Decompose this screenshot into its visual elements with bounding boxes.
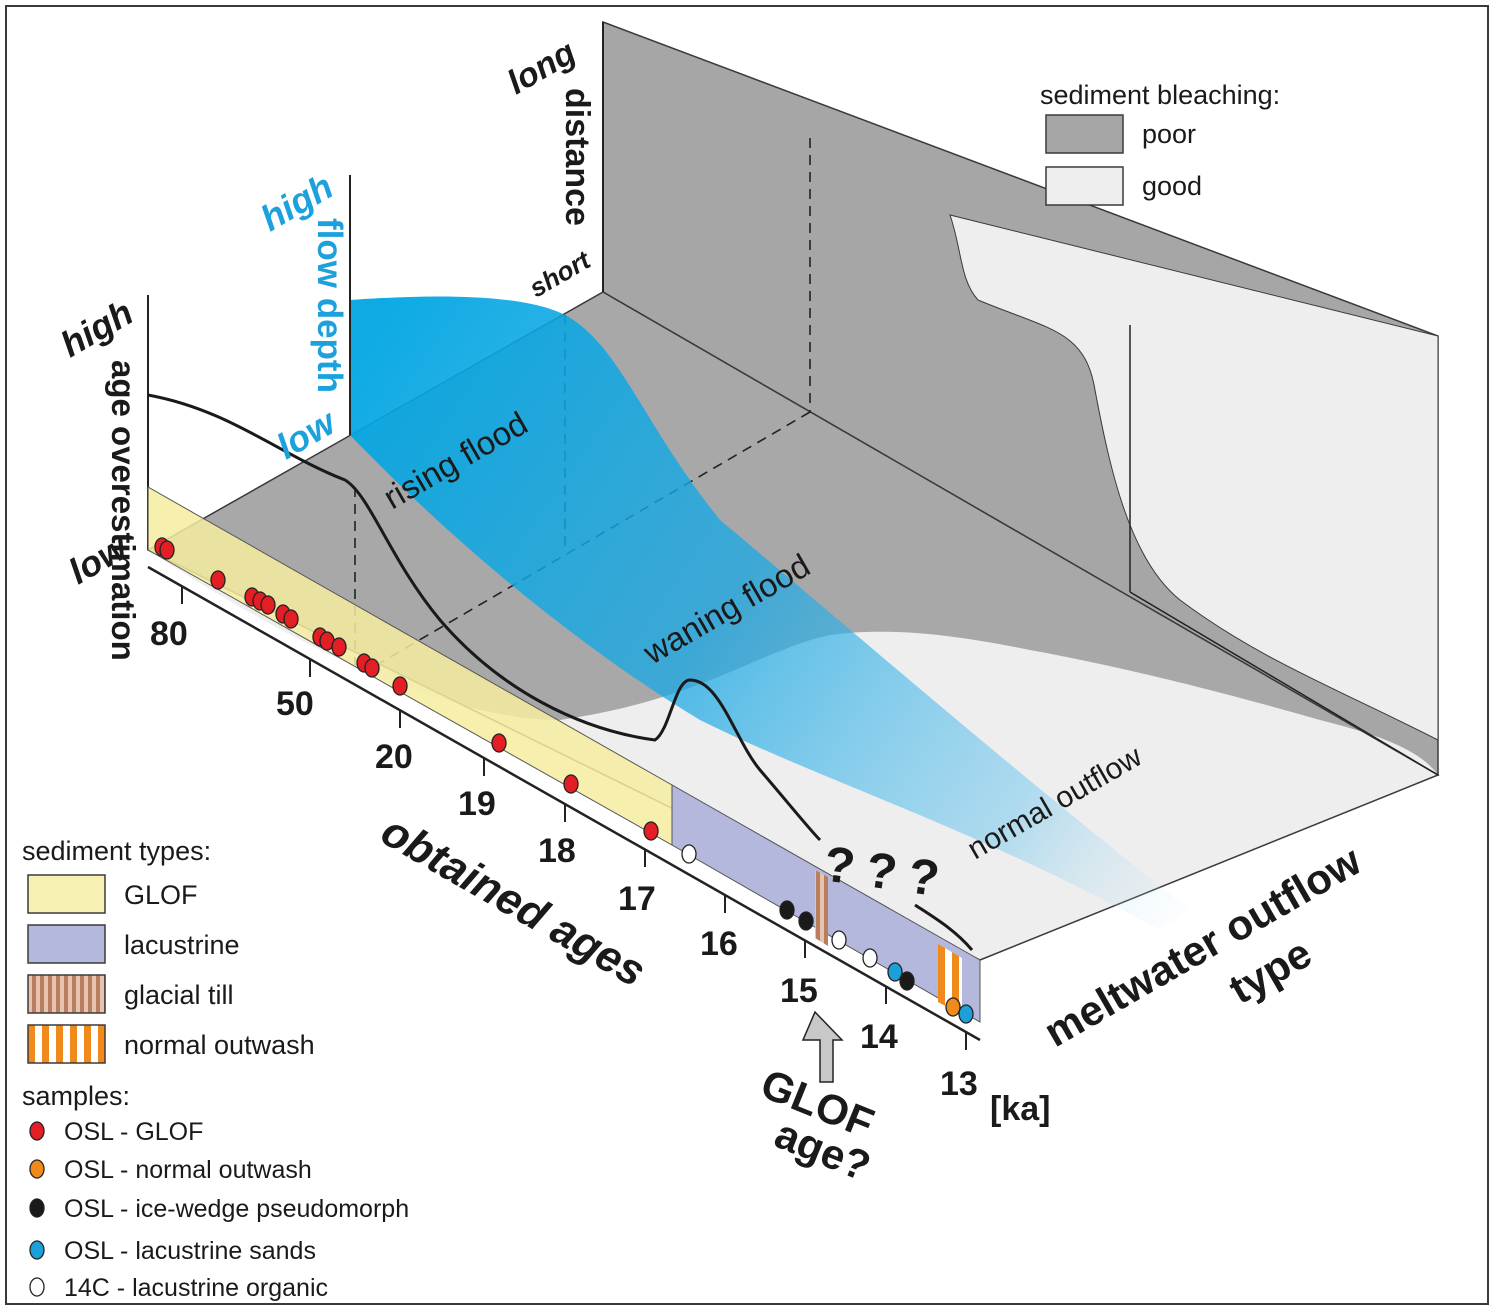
figure-frame xyxy=(5,5,1489,1305)
sediment-glof-label: GLOF xyxy=(124,880,198,910)
sample-osl-lacustrine-label: OSL - lacustrine sands xyxy=(64,1237,316,1265)
sediment-till-swatch xyxy=(27,974,106,1014)
sample-osl-outwash-marker xyxy=(29,1159,45,1179)
distance-short: short xyxy=(524,244,596,303)
samples-legend-title: samples: xyxy=(22,1081,130,1111)
age-curve-end xyxy=(914,903,974,951)
sample-osl-glof-marker xyxy=(29,1121,45,1141)
age-axis-label: age overestimation xyxy=(105,360,142,661)
till-stripe xyxy=(815,870,828,946)
age-unit: [ka] xyxy=(990,1090,1050,1128)
sample-points xyxy=(154,537,974,1024)
age-axis-high: high xyxy=(54,291,140,364)
sample-osl-lacustrine-marker xyxy=(29,1240,45,1260)
bleaching-legend: sediment bleaching: poor good xyxy=(1040,80,1280,206)
obtained-ages-label: obtained ages xyxy=(373,806,654,996)
sediment-lacustrine-label: lacustrine xyxy=(124,930,240,960)
bleaching-poor-swatch xyxy=(1045,114,1124,154)
sample-osl-icewedge-marker xyxy=(29,1198,45,1218)
bleaching-good-label: good xyxy=(1142,171,1202,201)
flood-wedge xyxy=(350,296,1190,931)
tick-18: 18 xyxy=(538,832,576,870)
tick-20: 20 xyxy=(375,738,413,776)
tick-13: 13 xyxy=(940,1065,978,1103)
sediment-legend-title: sediment types: xyxy=(22,836,211,866)
tick-15: 15 xyxy=(780,972,818,1010)
back-wall-good xyxy=(949,214,1439,741)
outwash-stripe xyxy=(938,944,962,1015)
flow-depth-label: flow depth xyxy=(310,218,349,393)
sample-14c-label: 14C - lacustrine organic xyxy=(64,1274,328,1302)
bleaching-poor-label: poor xyxy=(1142,119,1196,149)
age-overestimation-curve xyxy=(147,393,822,842)
sediment-outwash-label: normal outwash xyxy=(124,1030,315,1060)
sediment-glof-swatch xyxy=(27,874,106,914)
floor-divider xyxy=(1129,591,1439,776)
age-tick-labels: 80 50 20 19 18 17 16 15 14 13 xyxy=(150,615,978,1103)
glof-age-arrow xyxy=(801,1010,844,1083)
tick-80: 80 xyxy=(150,615,188,653)
sediment-till-label: glacial till xyxy=(124,980,234,1010)
tick-50: 50 xyxy=(276,685,314,723)
sediment-legend: sediment types: GLOF lacustrine glacial … xyxy=(22,836,315,1064)
tick-19: 19 xyxy=(458,785,496,823)
sample-osl-glof-label: OSL - GLOF xyxy=(64,1118,203,1146)
sediment-lacustrine-swatch xyxy=(27,924,106,964)
tick-16: 16 xyxy=(700,925,738,963)
bleaching-good-swatch xyxy=(1045,166,1124,206)
sample-osl-icewedge-label: OSL - ice-wedge pseudomorph xyxy=(64,1195,409,1223)
age-ruler xyxy=(147,565,981,1042)
sample-osl-outwash-label: OSL - normal outwash xyxy=(64,1156,312,1184)
samples-legend: samples: OSL - GLOF OSL - normal outwash… xyxy=(22,1081,409,1302)
tick-14: 14 xyxy=(860,1018,898,1056)
distance-label: distance xyxy=(558,88,596,226)
sample-14c-marker xyxy=(29,1277,45,1297)
sediment-outwash-swatch xyxy=(27,1024,106,1064)
age-ruler-ticks xyxy=(181,586,967,1050)
bleaching-legend-title: sediment bleaching: xyxy=(1040,80,1280,110)
tick-17: 17 xyxy=(618,880,656,918)
